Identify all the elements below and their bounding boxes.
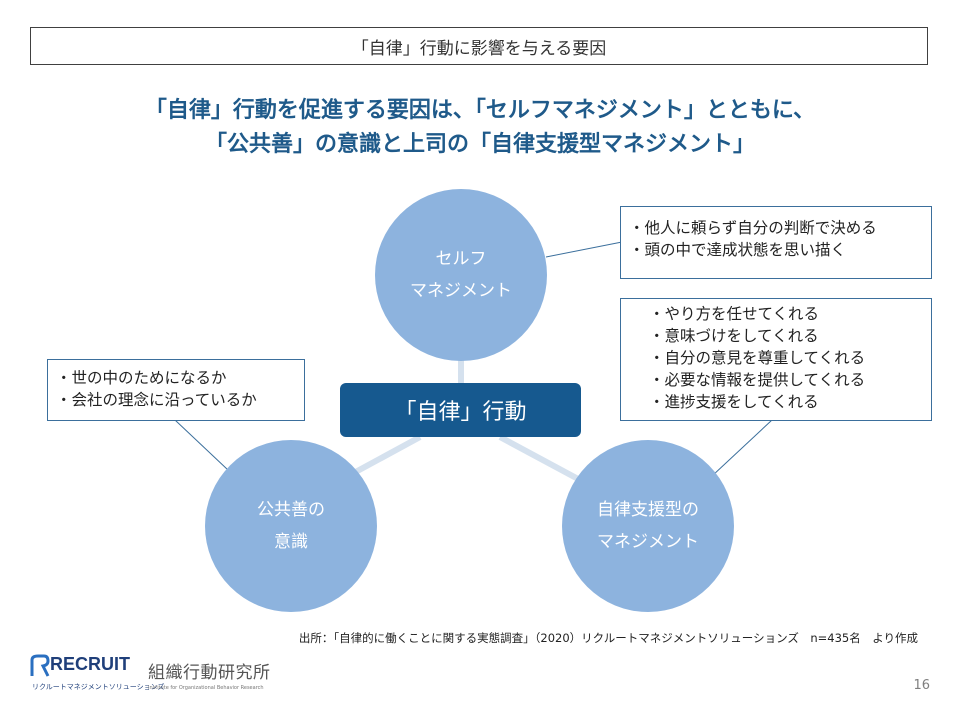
factor-public-good-line-1: 公共善の (257, 500, 325, 520)
recruit-mark-icon (30, 654, 50, 677)
note-autonomy-support-item: ・必要な情報を提供してくれる (649, 371, 866, 389)
note-autonomy-support-item: ・やり方を任せてくれる (649, 305, 820, 323)
note-self-management-item: ・頭の中で達成状態を思い描く (629, 241, 847, 259)
factor-autonomy-support-line-2: マネジメント (597, 532, 699, 552)
institute-logo: 組織行動研究所 Institute for Organizational Beh… (148, 658, 278, 696)
note-autonomy-support: ・やり方を任せてくれる ・意味づけをしてくれる ・自分の意見を尊重してくれる ・… (620, 298, 932, 421)
headline-line-2: 「公共善」の意識と上司の「自律支援型マネジメント」 (204, 132, 755, 157)
factor-autonomy-support-line-1: 自律支援型の (597, 500, 699, 520)
note-autonomy-support-item: ・自分の意見を尊重してくれる (649, 349, 866, 367)
note-public-good-item: ・世の中のためになるか (56, 369, 227, 387)
note-self-management: ・他人に頼らず自分の判断で決める ・頭の中で達成状態を思い描く (620, 206, 932, 279)
factor-public-good-line-2: 意識 (274, 532, 308, 552)
factor-autonomy-support: 自律支援型の マネジメント (562, 440, 734, 612)
connector-center-public (348, 434, 422, 478)
headline: 「自律」行動を促進する要因は、「セルフマネジメント」とともに、 「公共善」の意識… (0, 94, 960, 162)
note-autonomy-support-item: ・進捗支援をしてくれる (649, 393, 819, 411)
factor-self-management-line-2: マネジメント (410, 281, 512, 301)
factor-self-management-line-1: セルフ (435, 249, 487, 269)
recruit-logo-sub: リクルートマネジメントソリューションズ (32, 683, 165, 691)
factor-public-good: 公共善の 意識 (205, 440, 377, 612)
callout-leader-self (545, 241, 623, 258)
callout-leader-public (174, 419, 229, 471)
slide-title: 「自律」行動に影響を与える要因 (30, 27, 928, 65)
note-self-management-item: ・他人に頼らず自分の判断で決める (629, 219, 877, 237)
center-autonomous-behavior: 「自律」行動 (340, 383, 581, 437)
recruit-logo: RECRUIT リクルートマネジメントソリューションズ (30, 652, 165, 694)
source-note: 出所：「自律的に働くことに関する実態調査」（2020）リクルートマネジメントソリ… (298, 631, 918, 645)
factor-self-management: セルフ マネジメント (375, 189, 547, 361)
connector-center-autonomy (498, 434, 582, 483)
note-autonomy-support-item: ・意味づけをしてくれる (649, 327, 819, 345)
page-number: 16 (913, 678, 930, 693)
headline-line-1: 「自律」行動を促進する要因は、「セルフマネジメント」とともに、 (144, 98, 816, 123)
institute-logo-name: 組織行動研究所 (148, 663, 271, 683)
callout-leader-autonomy (711, 419, 773, 477)
institute-logo-sub: Institute for Organizational Behavior Re… (148, 685, 264, 691)
recruit-logo-word: RECRUIT (50, 654, 130, 674)
note-public-good: ・世の中のためになるか ・会社の理念に沿っているか (47, 359, 305, 421)
note-public-good-item: ・会社の理念に沿っているか (56, 391, 257, 409)
